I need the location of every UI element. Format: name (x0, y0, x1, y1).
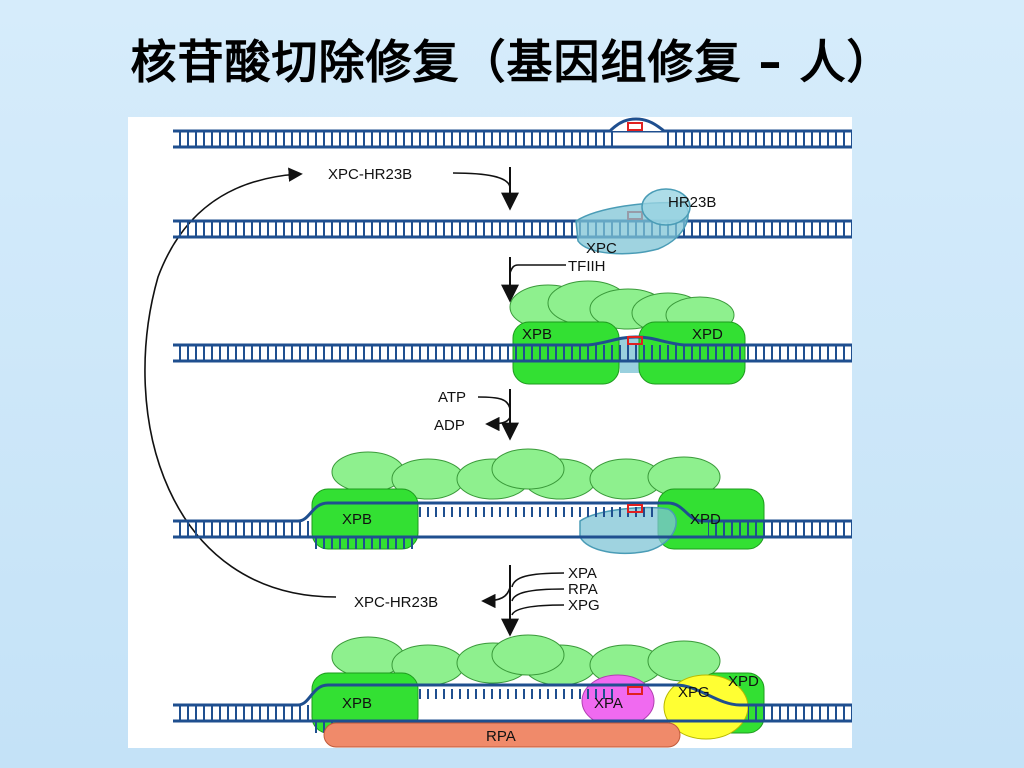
xpb-label: XPB (342, 511, 372, 528)
step-arrow-1: XPC-HR23B (328, 166, 519, 211)
ner-diagram: XPC-HR23B HR23B XPC TFIIH XPB XPD (144, 117, 852, 748)
xpd-label: XPD (690, 511, 721, 528)
xpb-label: XPB (522, 326, 552, 343)
xpc-hr23b-label: XPC-HR23B (328, 166, 412, 183)
atp-label: ATP (438, 389, 466, 406)
xpa-arrow-label: XPA (568, 565, 597, 582)
xpb-label: XPB (342, 695, 372, 712)
lesion-icon (627, 504, 643, 513)
hr23b-label: HR23B (668, 194, 716, 211)
step-arrow-3: ATP ADP (434, 389, 519, 441)
dna-step-1 (173, 117, 852, 149)
slide-title: 核苷酸切除修复（基因组修复 – 人） (130, 35, 894, 89)
step-arrow-2: TFIIH (501, 257, 606, 303)
rpa-label: RPA (486, 728, 516, 745)
xpc-hr23b-released-label: XPC-HR23B (354, 594, 438, 611)
xpc-label: XPC (586, 240, 617, 257)
adp-label: ADP (434, 417, 465, 434)
dna-step-2: HR23B XPC (173, 188, 852, 257)
rpa-protein (323, 722, 681, 748)
dna-step-3: XPB XPD (173, 280, 852, 385)
xpg-label: XPG (678, 684, 710, 701)
xpa-label: XPA (594, 695, 623, 712)
recycle-arrow-icon (144, 167, 337, 598)
xpd-label: XPD (728, 673, 759, 690)
dna-step-5: XPB XPA XPG XPD RPA (173, 634, 852, 748)
diagram-panel: XPC-HR23B HR23B XPC TFIIH XPB XPD (128, 117, 852, 748)
lesion-icon (627, 122, 643, 131)
xpg-arrow-label: XPG (568, 597, 600, 614)
rpa-arrow-label: RPA (568, 581, 598, 598)
lesion-icon (627, 686, 643, 695)
step-arrow-4: XPA RPA XPG XPC-HR23B (354, 565, 600, 637)
xpd-label: XPD (692, 326, 723, 343)
tfiih-label: TFIIH (568, 258, 606, 275)
dna-step-4: XPB XPD (173, 448, 852, 555)
lesion-icon (627, 336, 643, 345)
hr23b-protein (641, 188, 691, 226)
